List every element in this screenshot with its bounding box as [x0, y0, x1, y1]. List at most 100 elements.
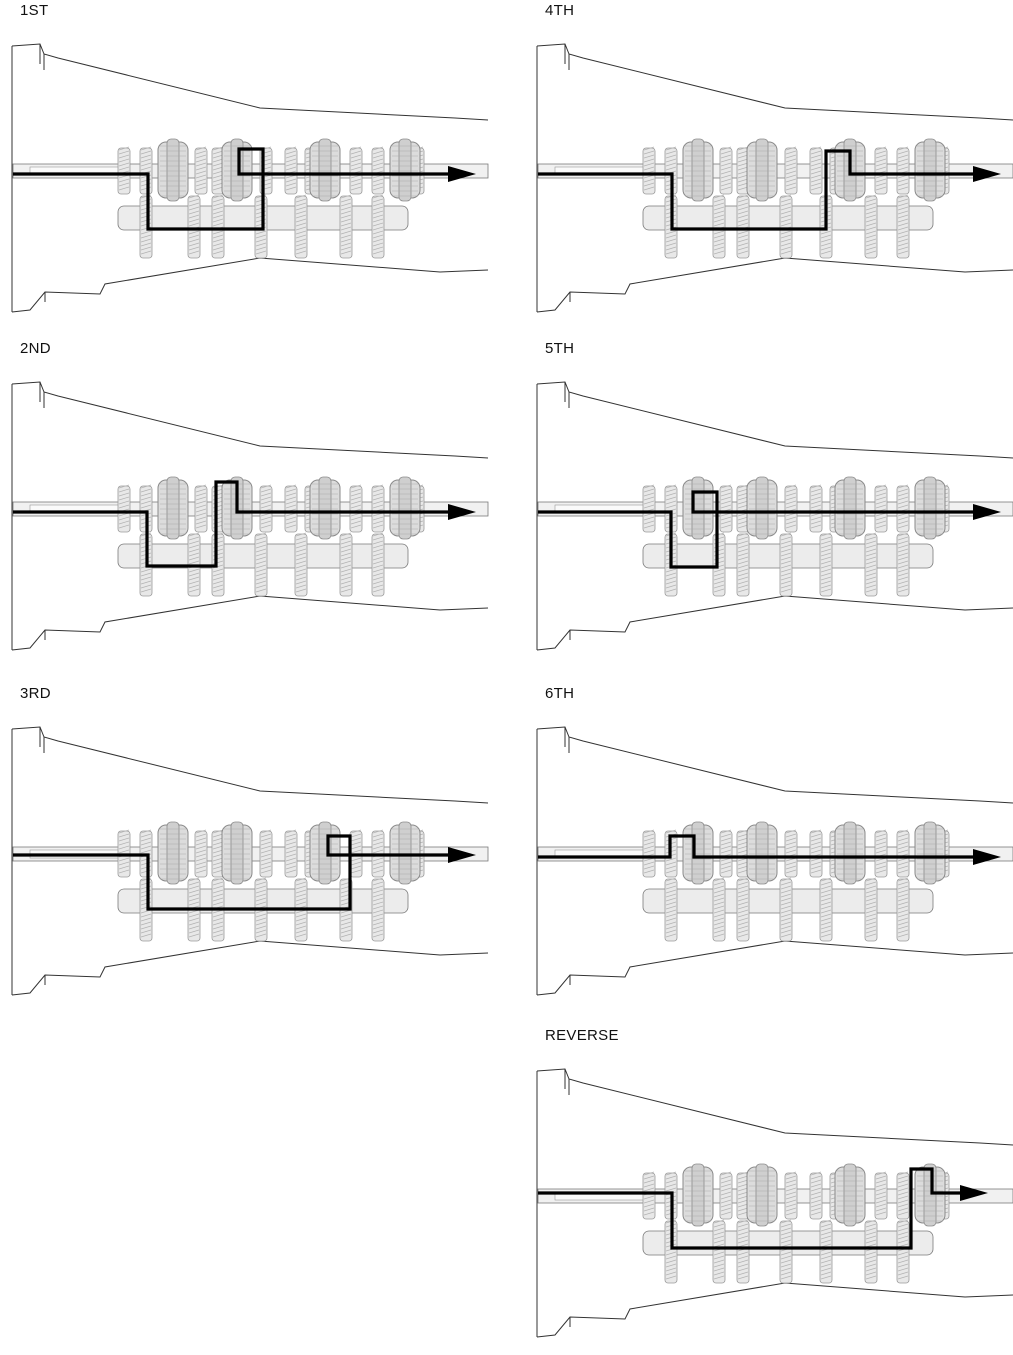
synchronizer: [914, 138, 946, 202]
transmission-drawing-reverse: [536, 1068, 1013, 1338]
power-flow-path: [13, 147, 450, 231]
counter-gear: [371, 877, 385, 942]
synchronizer: [389, 138, 421, 202]
main-gear: [736, 1171, 750, 1220]
main-gear: [117, 146, 131, 195]
synchronizer: [914, 476, 946, 540]
synchronizer: [221, 821, 253, 885]
main-gear: [719, 146, 733, 195]
synchronizer: [834, 476, 866, 540]
main-gear: [642, 146, 656, 195]
synchronizer: [309, 138, 341, 202]
main-gear: [809, 484, 823, 533]
synchronizer: [309, 476, 341, 540]
counter-gear: [211, 194, 225, 259]
main-gear: [259, 484, 273, 533]
synchronizer: [682, 476, 714, 540]
power-flow-arrowhead: [448, 166, 476, 182]
counter-gear: [294, 194, 308, 259]
counter-gear: [896, 532, 910, 597]
synchronizer: [914, 821, 946, 885]
main-gear: [371, 146, 385, 195]
main-gear: [784, 146, 798, 195]
main-gear: [809, 829, 823, 878]
transmission-housing: [536, 43, 1013, 313]
power-flow-path: [538, 1167, 962, 1250]
power-flow-arrowhead: [973, 504, 1001, 520]
counter-gear: [371, 194, 385, 259]
main-gear: [784, 1171, 798, 1220]
counter-gear: [187, 194, 201, 259]
transmission-housing: [11, 726, 489, 996]
transmission-drawing-4th: [536, 43, 1013, 313]
main-gear: [211, 829, 225, 878]
transmission-drawing-3rd: [11, 726, 489, 996]
synchronizer: [746, 821, 778, 885]
main-gear: [896, 1171, 910, 1220]
synchronizer: [682, 138, 714, 202]
panel-4th: 4TH: [525, 0, 1013, 330]
main-gear: [642, 484, 656, 533]
panel-label-6th: 6TH: [545, 685, 575, 702]
power-flow-path: [13, 480, 450, 568]
counter-gear: [664, 877, 678, 942]
synchronizer: [157, 476, 189, 540]
counter-gear: [736, 194, 750, 259]
main-gear: [139, 146, 153, 195]
power-flow-arrowhead: [973, 166, 1001, 182]
counter-gear: [779, 877, 793, 942]
main-gear: [874, 484, 888, 533]
transmission-drawing-5th: [536, 381, 1013, 651]
transmission-housing: [536, 381, 1013, 651]
panel-label-1st: 1ST: [20, 2, 49, 19]
synchronizer: [389, 821, 421, 885]
main-gear: [284, 146, 298, 195]
main-gear: [874, 146, 888, 195]
main-gear: [349, 484, 363, 533]
main-gear: [809, 146, 823, 195]
counter-gear: [712, 877, 726, 942]
counter-gear: [896, 877, 910, 942]
counter-gear: [819, 877, 833, 942]
counter-gear: [864, 194, 878, 259]
counter-gear: [254, 194, 268, 259]
counter-gear: [736, 1219, 750, 1284]
transmission-housing: [536, 1068, 1013, 1338]
synchronizer: [746, 1163, 778, 1227]
main-gear: [736, 146, 750, 195]
counter-gear: [712, 194, 726, 259]
panel-3rd: 3RD: [0, 683, 490, 1013]
transmission-drawing-2nd: [11, 381, 489, 651]
power-flow-arrowhead: [973, 849, 1001, 865]
panel-label-reverse: REVERSE: [545, 1027, 619, 1044]
synchronizer: [157, 138, 189, 202]
synchronizer: [834, 821, 866, 885]
transmission-housing: [11, 381, 489, 651]
counter-gear: [371, 532, 385, 597]
main-gear: [349, 146, 363, 195]
main-gear: [284, 829, 298, 878]
counter-gear: [736, 877, 750, 942]
counter-gear: [712, 1219, 726, 1284]
counter-gear: [254, 532, 268, 597]
power-flow-arrowhead: [448, 504, 476, 520]
synchronizer: [834, 1163, 866, 1227]
synchronizer: [682, 821, 714, 885]
counter-gear: [294, 532, 308, 597]
counter-gear: [864, 1219, 878, 1284]
power-flow-arrowhead: [448, 847, 476, 863]
main-gear: [719, 484, 733, 533]
panel-label-5th: 5TH: [545, 340, 575, 357]
main-gear: [284, 484, 298, 533]
synchronizer: [746, 138, 778, 202]
counter-gear: [139, 194, 153, 259]
counter-gear: [864, 877, 878, 942]
main-gear: [664, 484, 678, 533]
main-gear: [736, 829, 750, 878]
main-gear: [784, 484, 798, 533]
main-gear: [896, 829, 910, 878]
power-flow-path: [538, 149, 975, 231]
main-gear: [117, 484, 131, 533]
main-gear: [719, 1171, 733, 1220]
panel-reverse: REVERSE: [525, 1025, 1013, 1355]
